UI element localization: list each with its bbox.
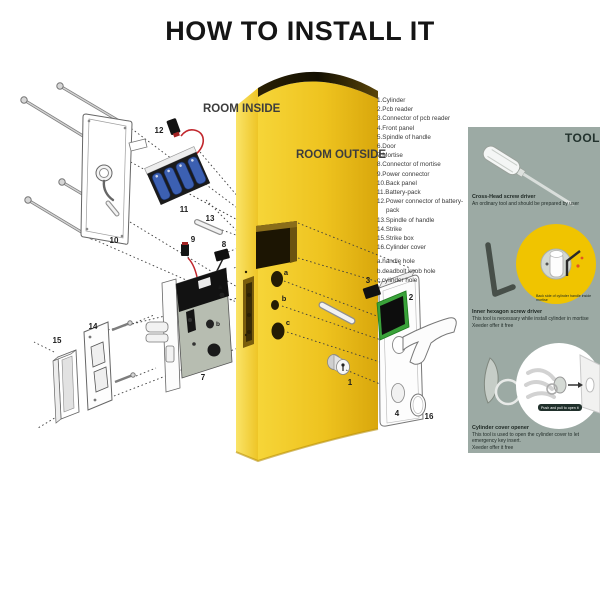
parts-list-item: 3.Connector of pcb reader (377, 115, 451, 123)
tool3-name: Cylinder cover opener (472, 425, 529, 431)
back-panel-drawing (80, 113, 148, 245)
parts-list-item: 5.Spindle of handle (377, 133, 431, 141)
parts-list-item: 12.Power connector of battery-pack (377, 198, 464, 215)
callout-14: 14 (89, 322, 98, 331)
callout-11: 11 (180, 205, 189, 214)
tool-panel: TOOL Cross-Head screw driver An ordinary… (468, 127, 600, 453)
screwdriver-icon (482, 145, 575, 206)
tool-panel-title: TOOL (564, 131, 600, 145)
callout-mortise-a: a (218, 284, 222, 291)
callout-10: 10 (110, 236, 119, 245)
parts-list-item: 6.Door (377, 143, 396, 151)
parts-list-item: 1.Cylinder (377, 97, 406, 104)
callout-15: 15 (53, 336, 62, 345)
parts-list-item: 7.Mortise (377, 152, 403, 160)
push-pull-inset (516, 343, 600, 429)
callout-mortise-b: b (216, 321, 220, 328)
hole-note-item: c.cylinder hole (377, 276, 418, 284)
tool2-name: Inner hexagon screw driver (472, 309, 543, 315)
tool3-note: Xeeder offer it free (472, 445, 514, 451)
room-outside-label: ROOM OUTSIDE (296, 149, 386, 161)
tool1-desc: An ordinary tool and should be prepared … (472, 201, 580, 207)
callout-mortise-c: c (216, 347, 220, 354)
tool2-note: Xeeder offer it free (472, 323, 514, 329)
spindle-13-drawing (194, 219, 223, 235)
callout-9: 9 (191, 235, 196, 244)
callout-hole-b: b (282, 294, 287, 303)
parts-list-item: 2.Pcb reader (377, 106, 414, 114)
battery-pack-drawing (144, 118, 211, 206)
page-title: HOW TO INSTALL IT (165, 16, 435, 46)
mounting-screws (20, 82, 129, 241)
suction-cup-icon (483, 357, 522, 406)
tool2-inset-caption: Back side of cylinder handle inside mort… (536, 294, 592, 303)
room-inside-label: ROOM INSIDE (203, 103, 281, 115)
callout-hole-a: a (284, 268, 289, 277)
parts-list-item: 13.Spindle of handle (377, 216, 435, 224)
callout-hole-c: c (286, 318, 290, 327)
front-panel-drawing (362, 269, 457, 427)
callout-2: 2 (409, 293, 414, 302)
cylinder-backside-inset (516, 224, 596, 304)
callout-16: 16 (425, 412, 434, 421)
parts-list-item: 16.Cylinder cover (377, 244, 426, 252)
callout-3: 3 (366, 276, 371, 285)
parts-list-item: 15.Strike box (377, 235, 414, 243)
callout-12: 12 (155, 126, 164, 135)
tool2-desc: This tool is necessary while install cyl… (472, 316, 589, 322)
hole-note-item: b.deadbolt knob hole (377, 267, 436, 275)
parts-list-item: 8.Connector of mortise (377, 161, 441, 169)
tool3-desc: This tool is used to open the cylinder c… (472, 432, 580, 444)
parts-list-item: 10.Back panel (377, 179, 417, 187)
door-drawing (235, 71, 379, 463)
hole-note-item: a.handle hole (377, 258, 415, 266)
hex-key-icon (485, 242, 516, 297)
callout-13: 13 (206, 214, 215, 223)
callout-1: 1 (348, 378, 353, 387)
parts-list-item: 14.Strike (377, 225, 402, 233)
cylinder-drawing (327, 353, 350, 376)
parts-list-item: 11.Battery-pack (377, 189, 421, 197)
callout-4: 4 (395, 409, 400, 418)
parts-list-item: 4.Front panel (377, 124, 415, 132)
callout-8: 8 (222, 240, 227, 249)
room-labels: ROOM INSIDE ROOM OUTSIDE (203, 103, 386, 161)
strike-drawing (52, 320, 136, 424)
parts-list-item: 9.Power connector (377, 170, 430, 178)
callout-7: 7 (201, 373, 206, 382)
mortise-drawing (145, 242, 233, 393)
tool1-name: Cross-Head screw driver (472, 194, 536, 200)
tool3-inset-caption: Push and pull to open it (538, 404, 582, 411)
callout-labels: 1 2 3 4 7 8 9 10 11 12 13 14 15 16 a b c… (53, 126, 434, 421)
